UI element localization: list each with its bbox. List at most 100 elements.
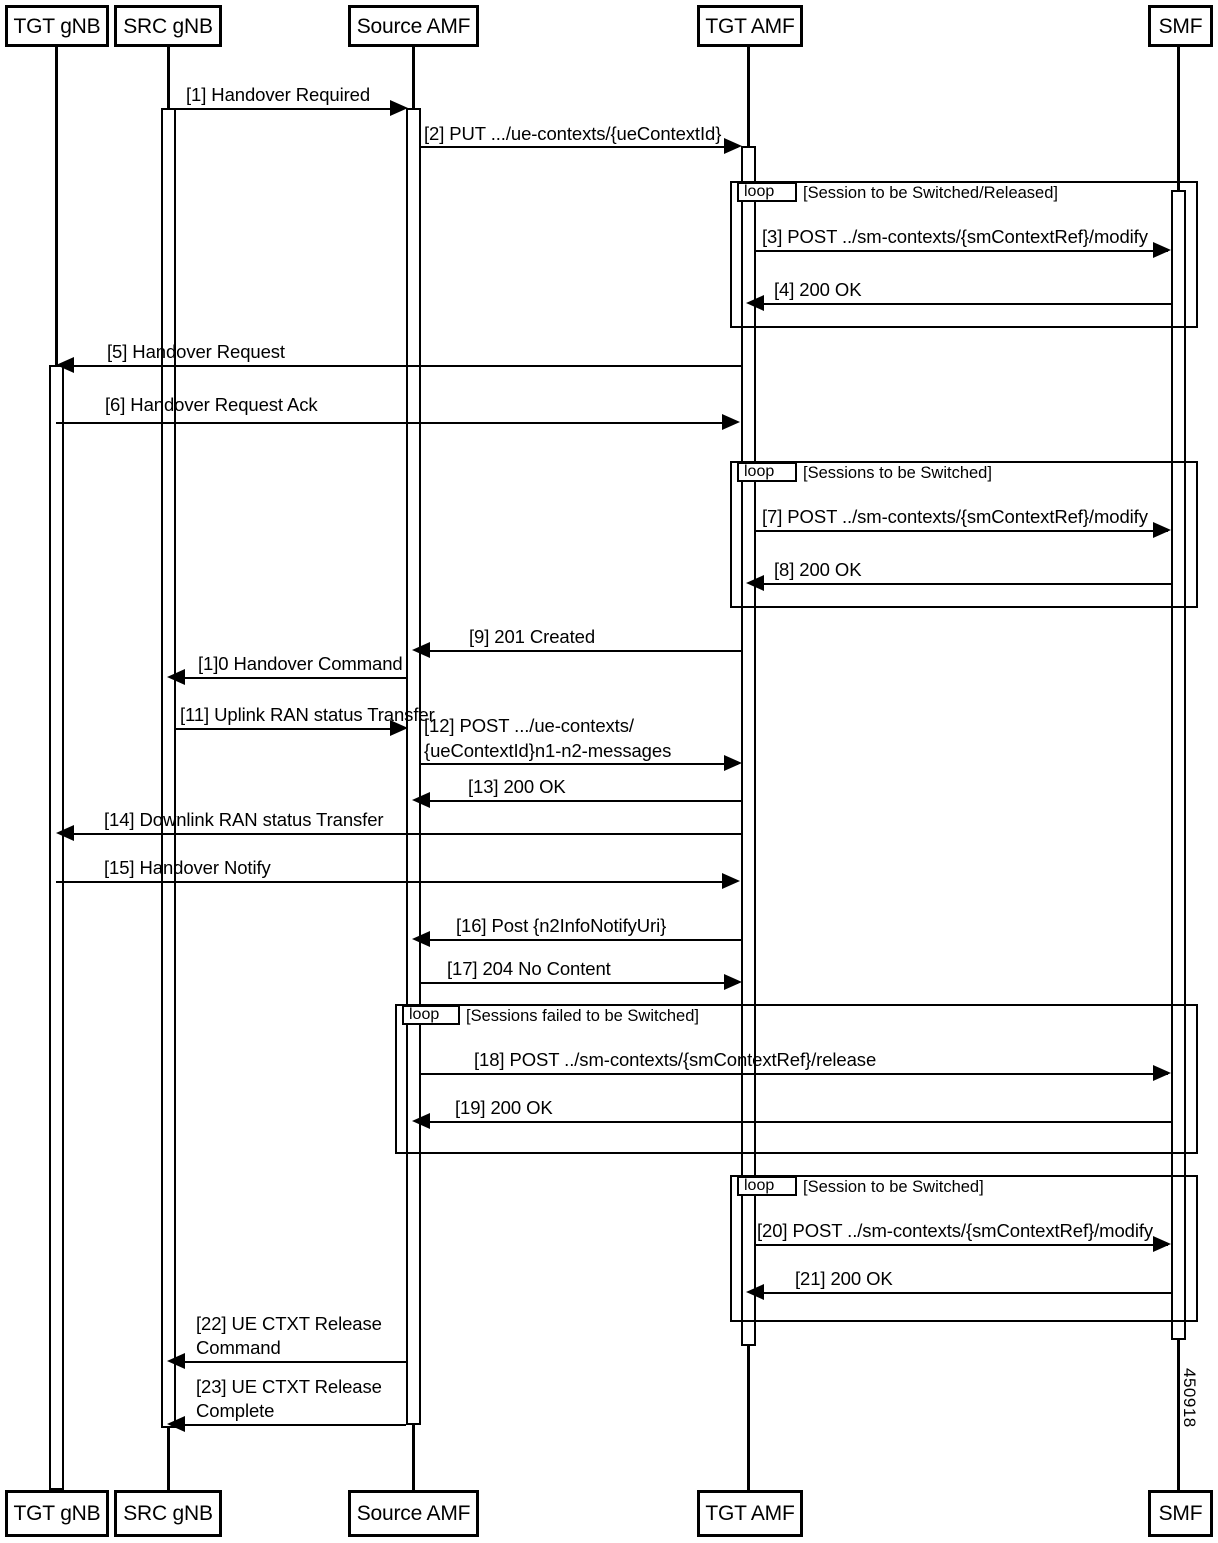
message-label-14: [14] Downlink RAN status Transfer [104, 809, 384, 830]
message-line-14 [64, 833, 741, 835]
loop-fragment-3 [395, 1004, 1198, 1154]
message-arrowhead-19 [412, 1113, 430, 1129]
message-line-17 [421, 982, 738, 984]
message-arrowhead-20 [1153, 1236, 1171, 1252]
message-label-21: [21] 200 OK [795, 1268, 893, 1289]
loop-fragment-1 [730, 181, 1198, 328]
figure-id-label: 450918 [1180, 1368, 1199, 1428]
loop-fragment-4 [730, 1175, 1198, 1322]
message-arrowhead-16 [412, 931, 430, 947]
loop-fragment-2 [730, 461, 1198, 608]
message-line-4 [756, 303, 1171, 305]
message-arrowhead-2 [724, 138, 742, 154]
loop-operator-label: loop [744, 463, 775, 480]
loop-operator-label: loop [744, 1177, 775, 1194]
message-line-9 [421, 650, 741, 652]
message-label-22-line1: [22] UE CTXT Release [196, 1313, 382, 1334]
participant-box-source-amf-bottom: Source AMF [348, 1490, 479, 1537]
message-arrowhead-5 [56, 357, 74, 373]
message-label-10: [1]0 Handover Command [198, 653, 403, 674]
message-line-10 [176, 677, 406, 679]
loop-fragment-3-guard: [Sessions failed to be Switched] [466, 1007, 699, 1025]
message-label-20: [20] POST ../sm-contexts/{smContextRef}/… [757, 1220, 1154, 1241]
participant-box-tgt-gnb-bottom: TGT gNB [5, 1490, 109, 1537]
message-label-8: [8] 200 OK [774, 559, 862, 580]
message-label-2: [2] PUT .../ue-contexts/{ueContextId} [424, 123, 722, 144]
message-arrowhead-6 [722, 414, 740, 430]
message-arrowhead-7 [1153, 522, 1171, 538]
message-arrowhead-10 [167, 669, 185, 685]
message-line-16 [421, 939, 741, 941]
message-label-6: [6] Handover Request Ack [105, 394, 318, 415]
message-label-4: [4] 200 OK [774, 279, 862, 300]
message-line-5 [64, 365, 741, 367]
participant-label: Source AMF [356, 14, 471, 38]
message-line-13 [421, 800, 741, 802]
message-label-12-line1: [12] POST .../ue-contexts/ [424, 715, 634, 736]
message-line-3 [756, 250, 1168, 252]
participant-box-src-gnb-top: SRC gNB [114, 5, 222, 47]
participant-label: SRC gNB [123, 1502, 213, 1525]
message-line-2 [421, 146, 738, 148]
participant-box-source-amf-top: Source AMF [348, 5, 479, 47]
message-arrowhead-1 [390, 100, 408, 116]
message-arrowhead-17 [724, 974, 742, 990]
participant-box-smf-bottom: SMF [1148, 1490, 1213, 1537]
activation-bar-source-amf [406, 108, 421, 1425]
message-label-19: [19] 200 OK [455, 1097, 553, 1118]
message-arrowhead-4 [746, 295, 764, 311]
message-label-9: [9] 201 Created [469, 626, 596, 647]
message-line-22 [176, 1361, 406, 1363]
loop-fragment-1-operator-tab: loop [737, 182, 797, 202]
message-label-5: [5] Handover Request [107, 341, 285, 362]
participant-label: SRC gNB [123, 14, 213, 38]
loop-operator-label: loop [744, 183, 775, 200]
activation-bar-tgt-amf [741, 146, 756, 1346]
participant-box-tgt-amf-top: TGT AMF [697, 5, 803, 47]
message-arrowhead-9 [412, 642, 430, 658]
message-line-11 [176, 728, 403, 730]
loop-fragment-2-guard: [Sessions to be Switched] [803, 464, 992, 482]
loop-fragment-1-guard: [Session to be Switched/Released] [803, 184, 1058, 202]
message-arrowhead-15 [722, 873, 740, 889]
message-label-15: [15] Handover Notify [104, 857, 271, 878]
message-arrowhead-3 [1153, 242, 1171, 258]
message-label-1: [1] Handover Required [186, 84, 371, 105]
message-arrowhead-13 [412, 792, 430, 808]
message-line-20 [756, 1244, 1168, 1246]
loop-fragment-3-operator-tab: loop [402, 1005, 460, 1025]
participant-label: TGT gNB [13, 1502, 101, 1525]
message-line-15 [56, 881, 732, 883]
participant-box-tgt-amf-bottom: TGT AMF [697, 1490, 803, 1537]
message-line-12 [421, 763, 738, 765]
participant-label: SMF [1158, 14, 1203, 38]
message-label-13: [13] 200 OK [468, 776, 566, 797]
participant-label: Source AMF [356, 1502, 471, 1525]
participant-label: TGT AMF [705, 14, 795, 38]
message-line-6 [56, 422, 732, 424]
message-line-7 [756, 530, 1168, 532]
message-line-8 [756, 583, 1171, 585]
activation-bar-smf [1171, 190, 1186, 1340]
message-line-18 [421, 1073, 1168, 1075]
loop-fragment-4-guard: [Session to be Switched] [803, 1178, 984, 1196]
participant-label: SMF [1158, 1502, 1203, 1525]
activation-bar-src-gnb [161, 108, 176, 1428]
message-label-22-line2: Command [196, 1337, 281, 1358]
message-arrowhead-8 [746, 575, 764, 591]
loop-fragment-2-operator-tab: loop [737, 462, 797, 482]
message-line-1 [176, 108, 403, 110]
activation-bar-tgt-gnb [49, 365, 64, 1490]
message-label-23-line2: Complete [196, 1400, 275, 1421]
message-arrowhead-11 [390, 720, 408, 736]
message-arrowhead-12 [724, 755, 742, 771]
message-arrowhead-21 [746, 1284, 764, 1300]
message-line-21 [756, 1292, 1171, 1294]
message-label-3: [3] POST ../sm-contexts/{smContextRef}/m… [762, 226, 1148, 247]
message-line-19 [421, 1121, 1171, 1123]
loop-fragment-4-operator-tab: loop [737, 1176, 797, 1196]
message-line-23 [176, 1424, 406, 1426]
message-arrowhead-18 [1153, 1065, 1171, 1081]
message-label-11: [11] Uplink RAN status Transfer [180, 704, 435, 725]
